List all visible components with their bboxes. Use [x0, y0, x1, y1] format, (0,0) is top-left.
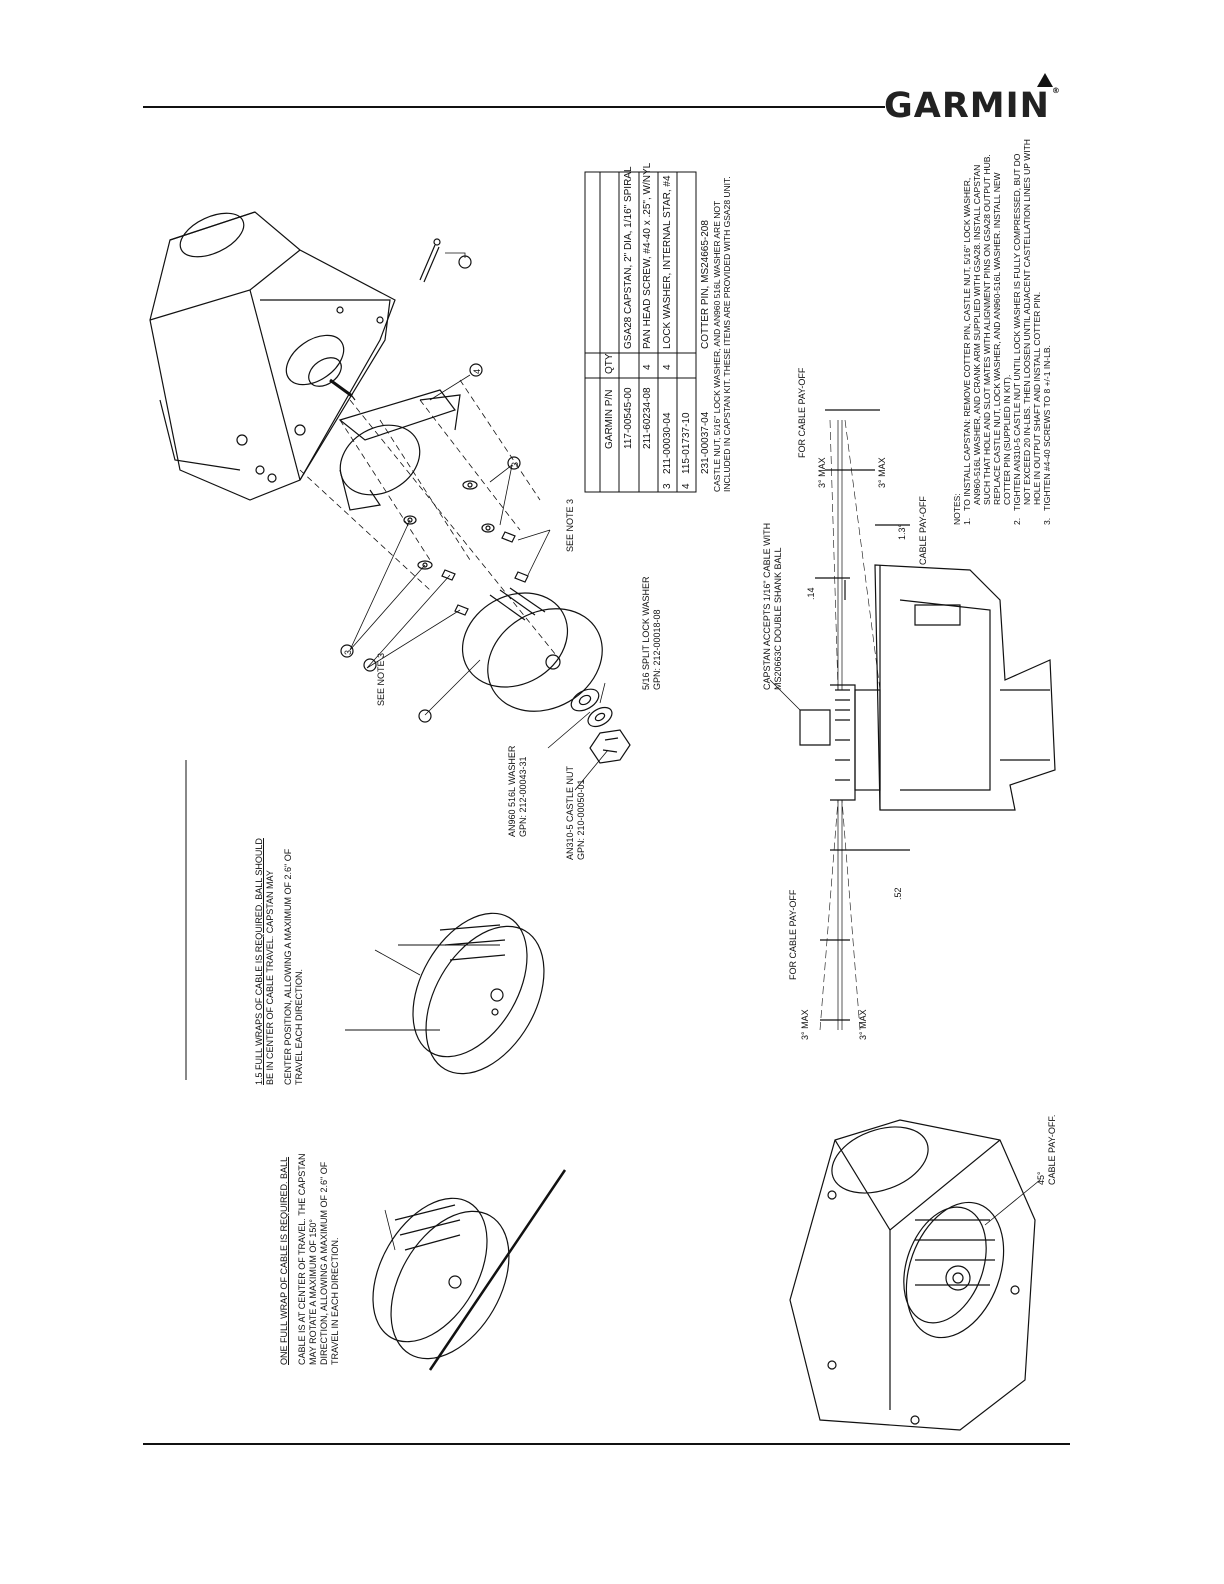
- cable-payoff-mid-label: CABLE PAY-OFF: [918, 496, 928, 565]
- screws-and-washers: [403, 480, 529, 616]
- note-3: 3. TIGHTEN #4-40 SCREWS TO 8 +/-1 IN-LB.: [1042, 345, 1052, 525]
- wrap-1-5-caption: 1.5 FULL WRAPS OF CABLE IS REQUIRED. BAL…: [254, 838, 304, 1085]
- iso-cable-payoff-label: 45°CABLE PAY-OFF.: [1036, 1114, 1057, 1185]
- table-row-1-desc: GSA28 CAPSTAN, 2" DIA, 1/16" SPIRAL: [623, 166, 634, 349]
- max-3-label-b: 3° MAX: [877, 457, 887, 488]
- table-row-3-pn: 211-00030-04: [662, 412, 673, 474]
- table-footnote: CASTLE NUT, 5/16" LOCK WASHER, AND AN960…: [712, 176, 732, 492]
- table-row-2-desc: PAN HEAD SCREW, #4-40 x .25", W/NYL: [642, 162, 653, 349]
- capstan: [461, 587, 603, 712]
- max-3-label-c: 3° MAX: [800, 1009, 810, 1040]
- header-rule: [143, 106, 885, 108]
- balloon-label-3b: 3: [343, 649, 353, 655]
- table-row-3-item: 3: [662, 483, 673, 489]
- footer-rule: [143, 1443, 1070, 1445]
- garmin-delta-icon: [1037, 73, 1053, 87]
- table-row-3-desc: LOCK WASHER, INTERNAL STAR, #4: [662, 175, 673, 349]
- dim-13-label: 1.3°: [897, 523, 907, 540]
- crank-bracket: [338, 389, 461, 511]
- see-note-3-upper: SEE NOTE 3: [565, 498, 575, 552]
- table-row-1-pn: 117-00545-00: [623, 387, 634, 449]
- table-row-2-pn: 211-60234-08: [642, 387, 653, 449]
- table-row-4-pn: 115-01737-10: [681, 412, 692, 474]
- dim-52-label: .52: [893, 887, 903, 900]
- garmin-logo: GARMIN®: [884, 86, 1061, 126]
- cotter-pin: [419, 238, 441, 283]
- balloon-label-4: 4: [472, 368, 482, 374]
- capstan-1-5-wraps: [345, 912, 545, 1075]
- max-3-label-a: 3° MAX: [817, 457, 827, 488]
- capstan-1-wrap: [372, 1169, 567, 1371]
- cable-payoff-bottom-label: FOR CABLE PAY-OFF: [788, 889, 798, 980]
- note-1: 1. TO INSTALL CAPSTAN: REMOVE COTTER PIN…: [962, 177, 972, 525]
- table-row-3-qty: 4: [662, 364, 673, 370]
- table-row-4-item: 4: [681, 483, 692, 489]
- max-3-label-d: 3° MAX: [858, 1009, 868, 1040]
- table-row-2-qty: 4: [642, 364, 653, 370]
- table-header-pn: GARMIN P/N: [604, 389, 615, 449]
- dim-14-label: .14: [806, 587, 816, 600]
- note-2: 2. TIGHTEN AN310-5 CASTLE NUT UNTIL LOCK…: [1012, 153, 1022, 525]
- balloon-label-3a: 3: [510, 461, 520, 467]
- servo-side-view: [769, 409, 1056, 1031]
- item-balloons: [340, 255, 521, 723]
- servo-unit-exploded: [149, 211, 396, 501]
- parts-table-grid: [584, 171, 697, 493]
- see-note-3-lower: SEE NOTE 3: [376, 652, 386, 706]
- table-header-qty: QTY: [604, 353, 615, 374]
- leader-lines: [349, 252, 609, 791]
- table-row-5-desc: COTTER PIN, MS24665-208: [700, 220, 711, 349]
- servo-isometric-view: [789, 1119, 1041, 1431]
- lower-hardware: [570, 688, 631, 764]
- wrap-1-caption: ONE FULL WRAP OF CABLE IS REQUIRED. BALL…: [279, 1153, 340, 1365]
- assembly-centerlines: [299, 379, 561, 661]
- notes-title: NOTES:: [952, 493, 962, 525]
- cable-payoff-top-label: FOR CABLE PAY-OFF: [797, 367, 807, 458]
- table-row-5-pn: 231-00037-04: [700, 411, 711, 474]
- installation-notes: NOTES: 1. TO INSTALL CAPSTAN: REMOVE COT…: [952, 139, 1052, 525]
